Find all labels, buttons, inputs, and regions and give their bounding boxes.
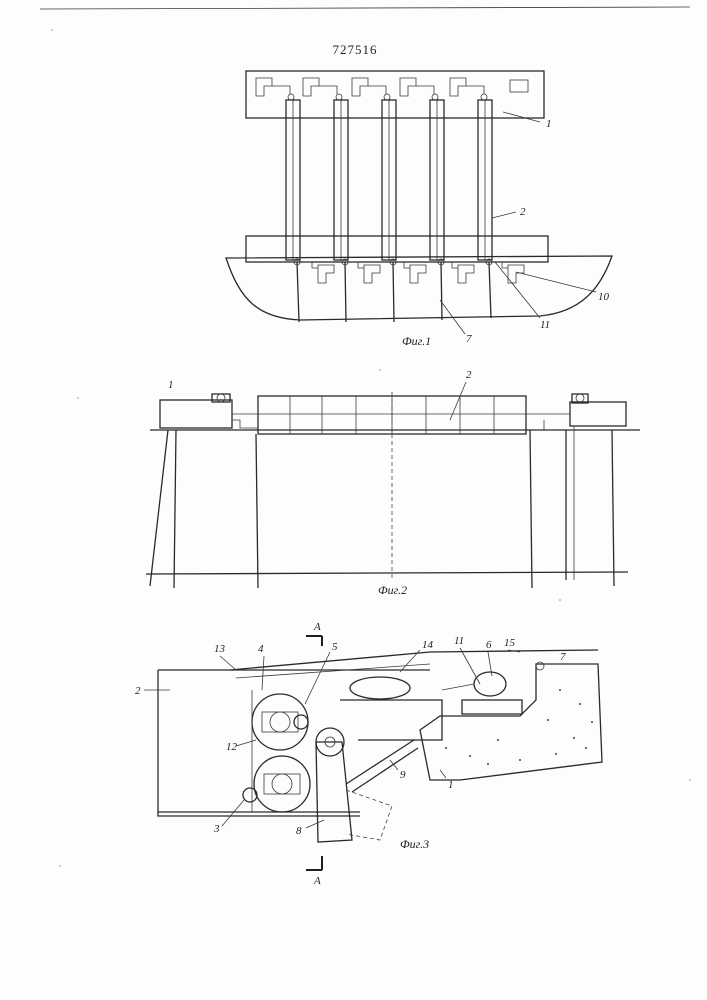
fig3-label-8: 8 bbox=[296, 825, 302, 837]
scan-specks bbox=[51, 29, 691, 867]
fig3-section-mark-bottom: А bbox=[313, 875, 321, 887]
fig3-section-mark-top: А bbox=[313, 621, 321, 633]
fig3-hinged-arm bbox=[316, 742, 352, 842]
fig3-oval-opening bbox=[350, 677, 410, 699]
figure-3-section-detail: А А bbox=[135, 621, 602, 887]
fig1-label-2: 2 bbox=[520, 206, 526, 218]
patent-number: 727516 bbox=[333, 42, 378, 57]
fig2-right-link bbox=[526, 414, 570, 430]
fig1-label-7: 7 bbox=[466, 333, 472, 345]
fig1-label-11: 11 bbox=[540, 319, 550, 331]
fig3-hydraulic-cylinder bbox=[346, 740, 418, 792]
fig3-caption: Фиг.3 bbox=[400, 837, 429, 851]
fig1-upper-small-rect bbox=[510, 80, 528, 92]
fig2-right-abutment bbox=[570, 402, 626, 426]
fig3-cable bbox=[442, 684, 474, 690]
fig3-label-12: 12 bbox=[226, 741, 238, 753]
fig3-winch-base bbox=[462, 700, 522, 714]
fig1-river-bank bbox=[226, 256, 612, 320]
fig3-label-6: 6 bbox=[486, 639, 492, 651]
fig3-arm-alt-position bbox=[346, 790, 392, 840]
fig1-label-1: 1 bbox=[546, 118, 552, 130]
fig3-label-14: 14 bbox=[422, 639, 434, 651]
fig3-label-15: 15 bbox=[504, 637, 516, 649]
fig2-label-2: 2 bbox=[466, 369, 472, 381]
fig3-label-1: 1 bbox=[448, 779, 454, 791]
fig1-piles bbox=[297, 262, 491, 322]
figure-2-elevation-view: 1 2 Фиг.2 bbox=[146, 369, 640, 597]
fig3-concrete-abutment bbox=[420, 664, 602, 780]
fig3-drums bbox=[243, 690, 310, 812]
fig2-piles bbox=[150, 430, 614, 588]
fig3-label-7: 7 bbox=[560, 651, 566, 663]
fig3-label-2: 2 bbox=[135, 685, 141, 697]
fig3-top-beam bbox=[230, 650, 598, 670]
fig1-upper-beam bbox=[246, 71, 544, 118]
fig3-housing bbox=[340, 700, 442, 740]
fig1-caption: Фиг.1 bbox=[402, 334, 431, 348]
fig3-section-arrow-top bbox=[306, 636, 322, 646]
top-border-line bbox=[40, 7, 690, 9]
fig3-label-11: 11 bbox=[454, 635, 464, 647]
fig2-caption: Фиг.2 bbox=[378, 583, 407, 597]
fig3-label-3: 3 bbox=[213, 823, 220, 835]
fig1-upper-l-symbols bbox=[256, 78, 487, 100]
fig3-label-13: 13 bbox=[214, 643, 226, 655]
fig3-right-hinge bbox=[536, 662, 544, 670]
fig3-section-arrow-bottom bbox=[306, 856, 322, 870]
fig3-label-9: 9 bbox=[400, 769, 406, 781]
fig3-label-4: 4 bbox=[258, 643, 264, 655]
fig2-left-winch bbox=[212, 394, 230, 402]
fig2-left-abutment bbox=[160, 400, 232, 428]
fig3-label-5: 5 bbox=[332, 641, 338, 653]
fig1-leader-lines bbox=[440, 112, 596, 334]
fig3-leader-lines bbox=[144, 648, 520, 828]
fig2-left-link bbox=[232, 414, 258, 428]
fig1-label-10: 10 bbox=[598, 291, 610, 303]
fig2-ground-line bbox=[146, 572, 628, 574]
fig2-label-1: 1 bbox=[168, 379, 174, 391]
figure-1-plan-view: 1 2 10 11 7 Фиг.1 bbox=[226, 71, 612, 348]
fig3-winch-drum bbox=[474, 672, 506, 696]
